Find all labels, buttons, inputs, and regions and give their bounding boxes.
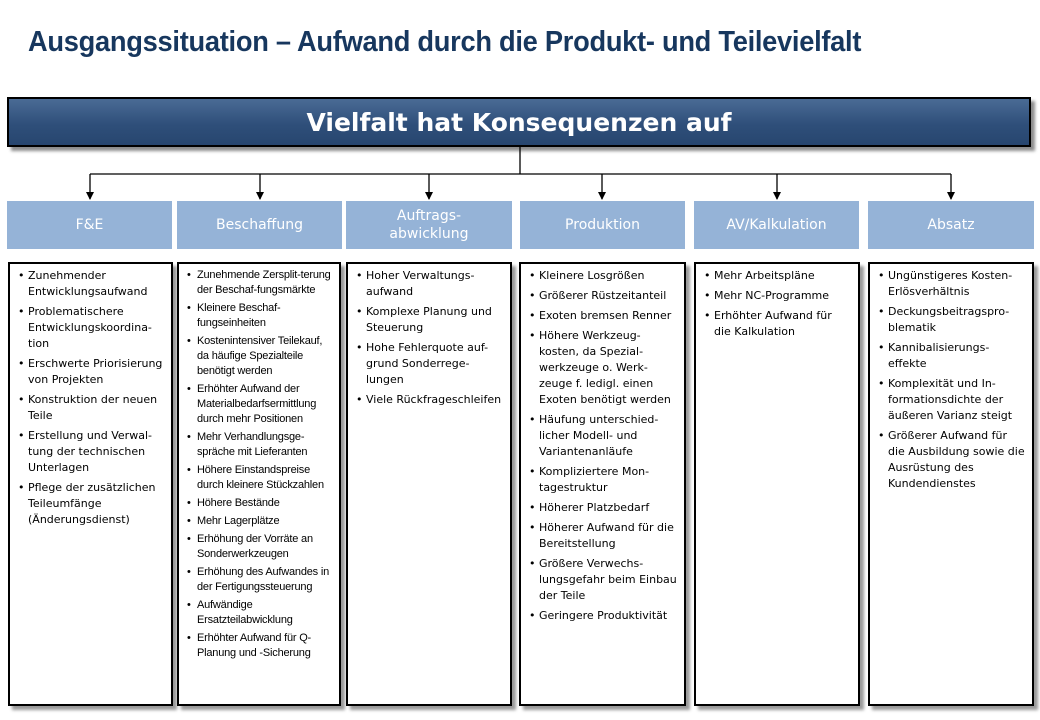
- list-item: Erhöhter Aufwand für die Kalkulation: [704, 308, 852, 340]
- list-item: Kannibalisierungs-effekte: [878, 340, 1026, 372]
- list-item: Komplexität und In-formationsdichte der …: [878, 376, 1026, 424]
- bullet-list: Zunehmender Entwicklungsaufwand Problema…: [18, 268, 165, 528]
- box-auftragsabwicklung: Hoher Verwaltungs-aufwand Komplexe Planu…: [346, 262, 512, 706]
- bullet-list: Kleinere Losgrößen Größerer Rüstzeitante…: [529, 268, 678, 624]
- list-item: Höhere Einstandspreise durch kleinere St…: [187, 463, 333, 493]
- list-item: Kostenintensiver Teilekauf, da häufige S…: [187, 334, 333, 379]
- list-item: Höhere Werkzeug-kosten, da Spezial-werkz…: [529, 328, 678, 408]
- list-item: Exoten bremsen Renner: [529, 308, 678, 324]
- box-av-kalkulation: Mehr Arbeitspläne Mehr NC-Programme Erhö…: [694, 262, 860, 706]
- category-label: F&E: [75, 217, 104, 233]
- list-item: Größerer Rüstzeitanteil: [529, 288, 678, 304]
- list-item: Zunehmende Zersplit-terung der Beschaf-f…: [187, 268, 333, 298]
- list-item: Höherer Platzbedarf: [529, 500, 678, 516]
- category-label: Absatz: [927, 217, 975, 233]
- bullet-list: Ungünstigeres Kosten-Erlösverhältnis Dec…: [878, 268, 1026, 492]
- box-beschaffung: Zunehmende Zersplit-terung der Beschaf-f…: [177, 262, 341, 706]
- page-title: Ausgangssituation – Aufwand durch die Pr…: [28, 26, 862, 58]
- category-auftragsabwicklung: Auftrags-abwicklung: [346, 201, 512, 249]
- list-item: Komplexe Planung und Steuerung: [356, 304, 504, 336]
- list-item: Höhere Bestände: [187, 496, 333, 511]
- category-av-kalkulation: AV/Kalkulation: [694, 201, 859, 249]
- bullet-list: Zunehmende Zersplit-terung der Beschaf-f…: [187, 268, 333, 661]
- category-label: Beschaffung: [216, 217, 303, 233]
- list-item: Größere Verwechs-lungsgefahr beim Einbau…: [529, 556, 678, 604]
- list-item: Kleinere Beschaf-fungseinheiten: [187, 301, 333, 331]
- list-item: Mehr Lagerplätze: [187, 514, 333, 529]
- category-produktion: Produktion: [520, 201, 685, 249]
- banner-text: Vielfalt hat Konsequenzen auf: [306, 107, 732, 137]
- list-item: Geringere Produktivität: [529, 608, 678, 624]
- list-item: Erhöhung des Aufwandes in der Fertigungs…: [187, 565, 333, 595]
- category-fe: F&E: [7, 201, 172, 249]
- list-item: Erhöhung der Vorräte an Sonderwerkzeugen: [187, 532, 333, 562]
- list-item: Häufung unterschied-licher Modell- und V…: [529, 412, 678, 460]
- list-item: Kleinere Losgrößen: [529, 268, 678, 284]
- list-item: Erhöhter Aufwand der Materialbedarfsermi…: [187, 382, 333, 427]
- list-item: Erstellung und Verwal-tung der technisch…: [18, 428, 165, 476]
- list-item: Pflege der zusätzlichen Teileumfänge (Än…: [18, 480, 165, 528]
- list-item: Hoher Verwaltungs-aufwand: [356, 268, 504, 300]
- category-label: Produktion: [565, 217, 640, 233]
- bullet-list: Hoher Verwaltungs-aufwand Komplexe Planu…: [356, 268, 504, 408]
- list-item: Mehr Verhandlungsge-spräche mit Lieferan…: [187, 430, 333, 460]
- list-item: Viele Rückfrageschleifen: [356, 392, 504, 408]
- bullet-list: Mehr Arbeitspläne Mehr NC-Programme Erhö…: [704, 268, 852, 340]
- box-produktion: Kleinere Losgrößen Größerer Rüstzeitante…: [519, 262, 686, 706]
- banner-header: Vielfalt hat Konsequenzen auf: [7, 97, 1031, 147]
- list-item: Größerer Aufwand für die Ausbildung sowi…: [878, 428, 1026, 492]
- list-item: Mehr Arbeitspläne: [704, 268, 852, 284]
- list-item: Komplizierte­re Mon-tagestruktur: [529, 464, 678, 496]
- list-item: Konstruktion der neuen Teile: [18, 392, 165, 424]
- category-beschaffung: Beschaffung: [177, 201, 342, 249]
- list-item: Erhöhter Aufwand für Q-Planung und -Sich…: [187, 631, 333, 661]
- list-item: Hohe Fehlerquote auf-grund Sonderrege-lu…: [356, 340, 504, 388]
- list-item: Erschwerte Priorisierung von Projekten: [18, 356, 165, 388]
- list-item: Aufwändige Ersatzteilabwicklung: [187, 598, 333, 628]
- list-item: Deckungsbeitragspro-blematik: [878, 304, 1026, 336]
- category-label: Auftrags-abwicklung: [389, 208, 469, 242]
- box-fe: Zunehmender Entwicklungsaufwand Problema…: [8, 262, 173, 706]
- list-item: Mehr NC-Programme: [704, 288, 852, 304]
- list-item: Problematischere Entwicklungskoordina-ti…: [18, 304, 165, 352]
- category-absatz: Absatz: [868, 201, 1034, 249]
- list-item: Höherer Aufwand für die Bereitstellung: [529, 520, 678, 552]
- box-absatz: Ungünstigeres Kosten-Erlösverhältnis Dec…: [868, 262, 1034, 706]
- list-item: Zunehmender Entwicklungsaufwand: [18, 268, 165, 300]
- category-label: AV/Kalkulation: [726, 217, 827, 233]
- list-item: Ungünstigeres Kosten-Erlösverhältnis: [878, 268, 1026, 300]
